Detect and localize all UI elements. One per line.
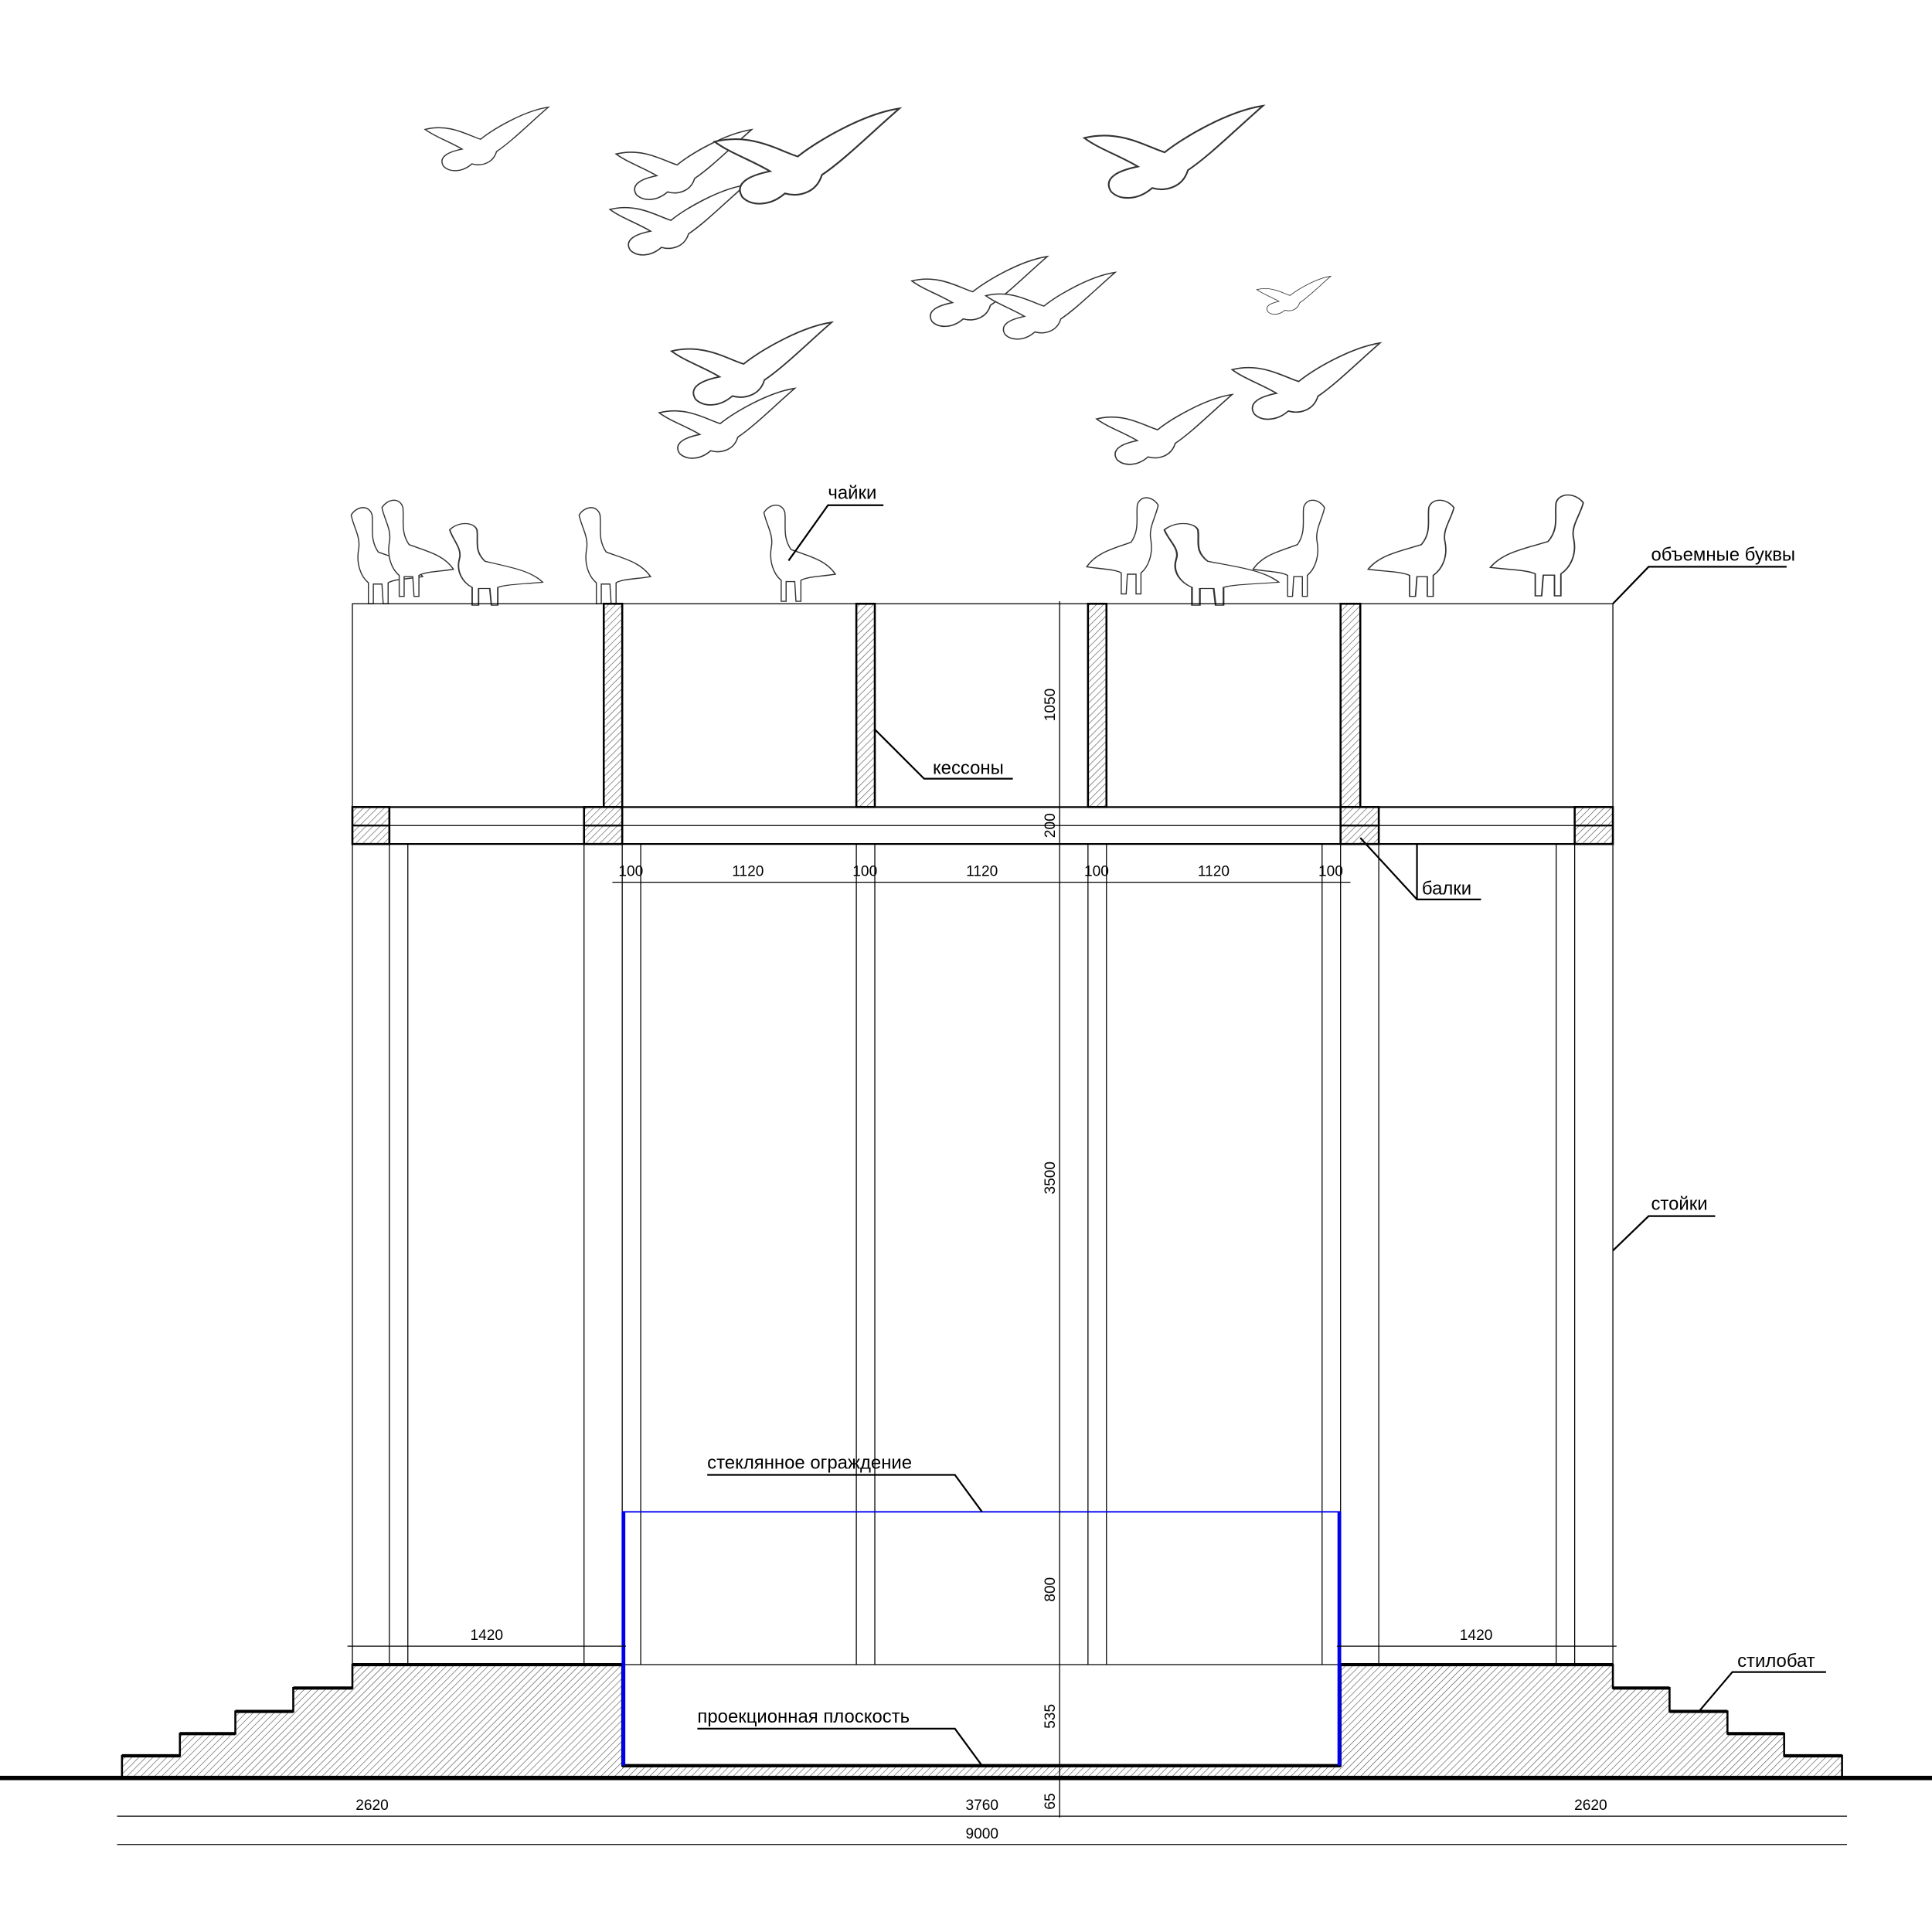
dim-side-right: 1420 [1460, 1628, 1493, 1644]
seagull-figure [1086, 497, 1159, 595]
dim-glass-height: 800 [1043, 1577, 1059, 1602]
seagull-figure [763, 504, 836, 602]
dim-bottom-right: 2620 [1574, 1798, 1607, 1814]
label-projection: проекционная плоскость [697, 1706, 910, 1727]
dim-width: 1120 [732, 864, 764, 880]
seagull-figure [1256, 275, 1332, 315]
posts [352, 844, 1614, 1665]
standing-seagulls [350, 494, 1584, 607]
seagull-figure [424, 106, 549, 172]
dim-pit-depth: 535 [1043, 1704, 1059, 1729]
dim-width: 100 [618, 864, 643, 880]
label-stylobate: стилобат [1737, 1651, 1815, 1672]
caisson [855, 602, 876, 808]
dim-side-left: 1420 [471, 1628, 504, 1644]
flying-seagulls [424, 104, 1381, 465]
seagull-figure [1367, 499, 1455, 597]
label-beams: балки [1422, 879, 1471, 900]
label-seagulls: чайки [828, 483, 876, 504]
dim-caisson-height: 1050 [1043, 689, 1059, 722]
dim-width: 100 [1318, 864, 1343, 880]
dim-width: 1120 [1198, 864, 1230, 880]
label-caissons: кессоны [933, 757, 1004, 778]
seagull-figure [1489, 494, 1584, 597]
label-posts: стойки [1651, 1194, 1707, 1215]
seagull-figure [1083, 104, 1264, 199]
dim-width: 1120 [966, 864, 998, 880]
label-letters: объемные буквы [1651, 544, 1795, 565]
dim-width: 100 [852, 864, 877, 880]
dim-width: 100 [1084, 864, 1109, 880]
dim-post-height: 3500 [1043, 1162, 1059, 1195]
dim-bottom-left: 2620 [355, 1798, 389, 1814]
seagull-figure [1231, 342, 1381, 420]
dim-bottom-center: 3760 [965, 1798, 998, 1814]
label-glass: стеклянное ограждение [707, 1453, 912, 1474]
seagull-figure [448, 522, 544, 607]
seagull-figure [381, 499, 454, 597]
projection-plane [622, 1665, 1341, 1765]
dim-base: 65 [1043, 1793, 1059, 1809]
caisson [1339, 602, 1362, 808]
beams [351, 806, 1614, 845]
seagull-figure [670, 321, 833, 406]
dim-beam-height: 200 [1043, 813, 1059, 838]
caisson [602, 602, 624, 808]
seagull-figure [1096, 393, 1233, 465]
dim-total: 9000 [965, 1826, 998, 1842]
seagull-figure [713, 107, 901, 205]
caisson [1087, 602, 1108, 808]
seagull-figure [578, 507, 651, 605]
seagull-figure [609, 184, 747, 256]
